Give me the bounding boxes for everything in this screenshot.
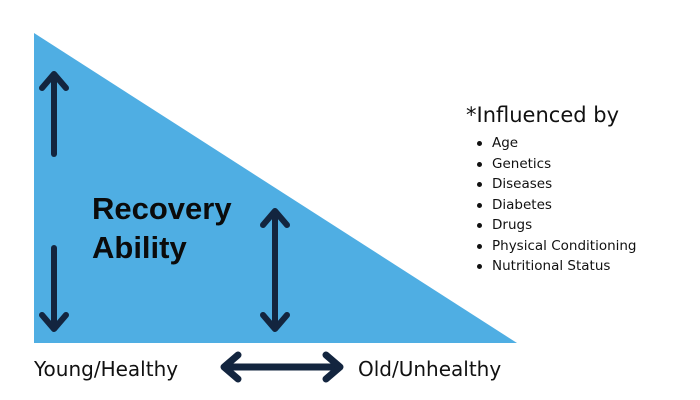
list-item: Nutritional Status xyxy=(474,256,696,277)
list-item: Physical Conditioning xyxy=(474,236,696,257)
double-vertical-arrow-icon xyxy=(260,208,290,332)
list-item: Drugs xyxy=(474,215,696,236)
list-item: Diseases xyxy=(474,174,696,195)
factors-panel: *Influenced by Age Genetics Diseases Dia… xyxy=(466,101,696,277)
center-title-line2: Ability xyxy=(92,230,187,265)
up-arrow-icon xyxy=(39,71,69,157)
down-arrow-icon xyxy=(39,245,69,332)
factors-list: Age Genetics Diseases Diabetes Drugs Phy… xyxy=(466,133,696,277)
center-title-line1: Recovery xyxy=(92,191,232,226)
x-axis-left-label: Young/Healthy xyxy=(34,357,179,381)
center-title: Recovery Ability xyxy=(92,189,232,267)
list-item: Age xyxy=(474,133,696,154)
double-horizontal-arrow-icon xyxy=(220,351,344,383)
factors-heading: *Influenced by xyxy=(466,103,619,127)
list-item: Genetics xyxy=(474,154,696,175)
recovery-triangle xyxy=(34,33,517,343)
list-item: Diabetes xyxy=(474,195,696,216)
x-axis-right-label: Old/Unhealthy xyxy=(358,357,502,381)
